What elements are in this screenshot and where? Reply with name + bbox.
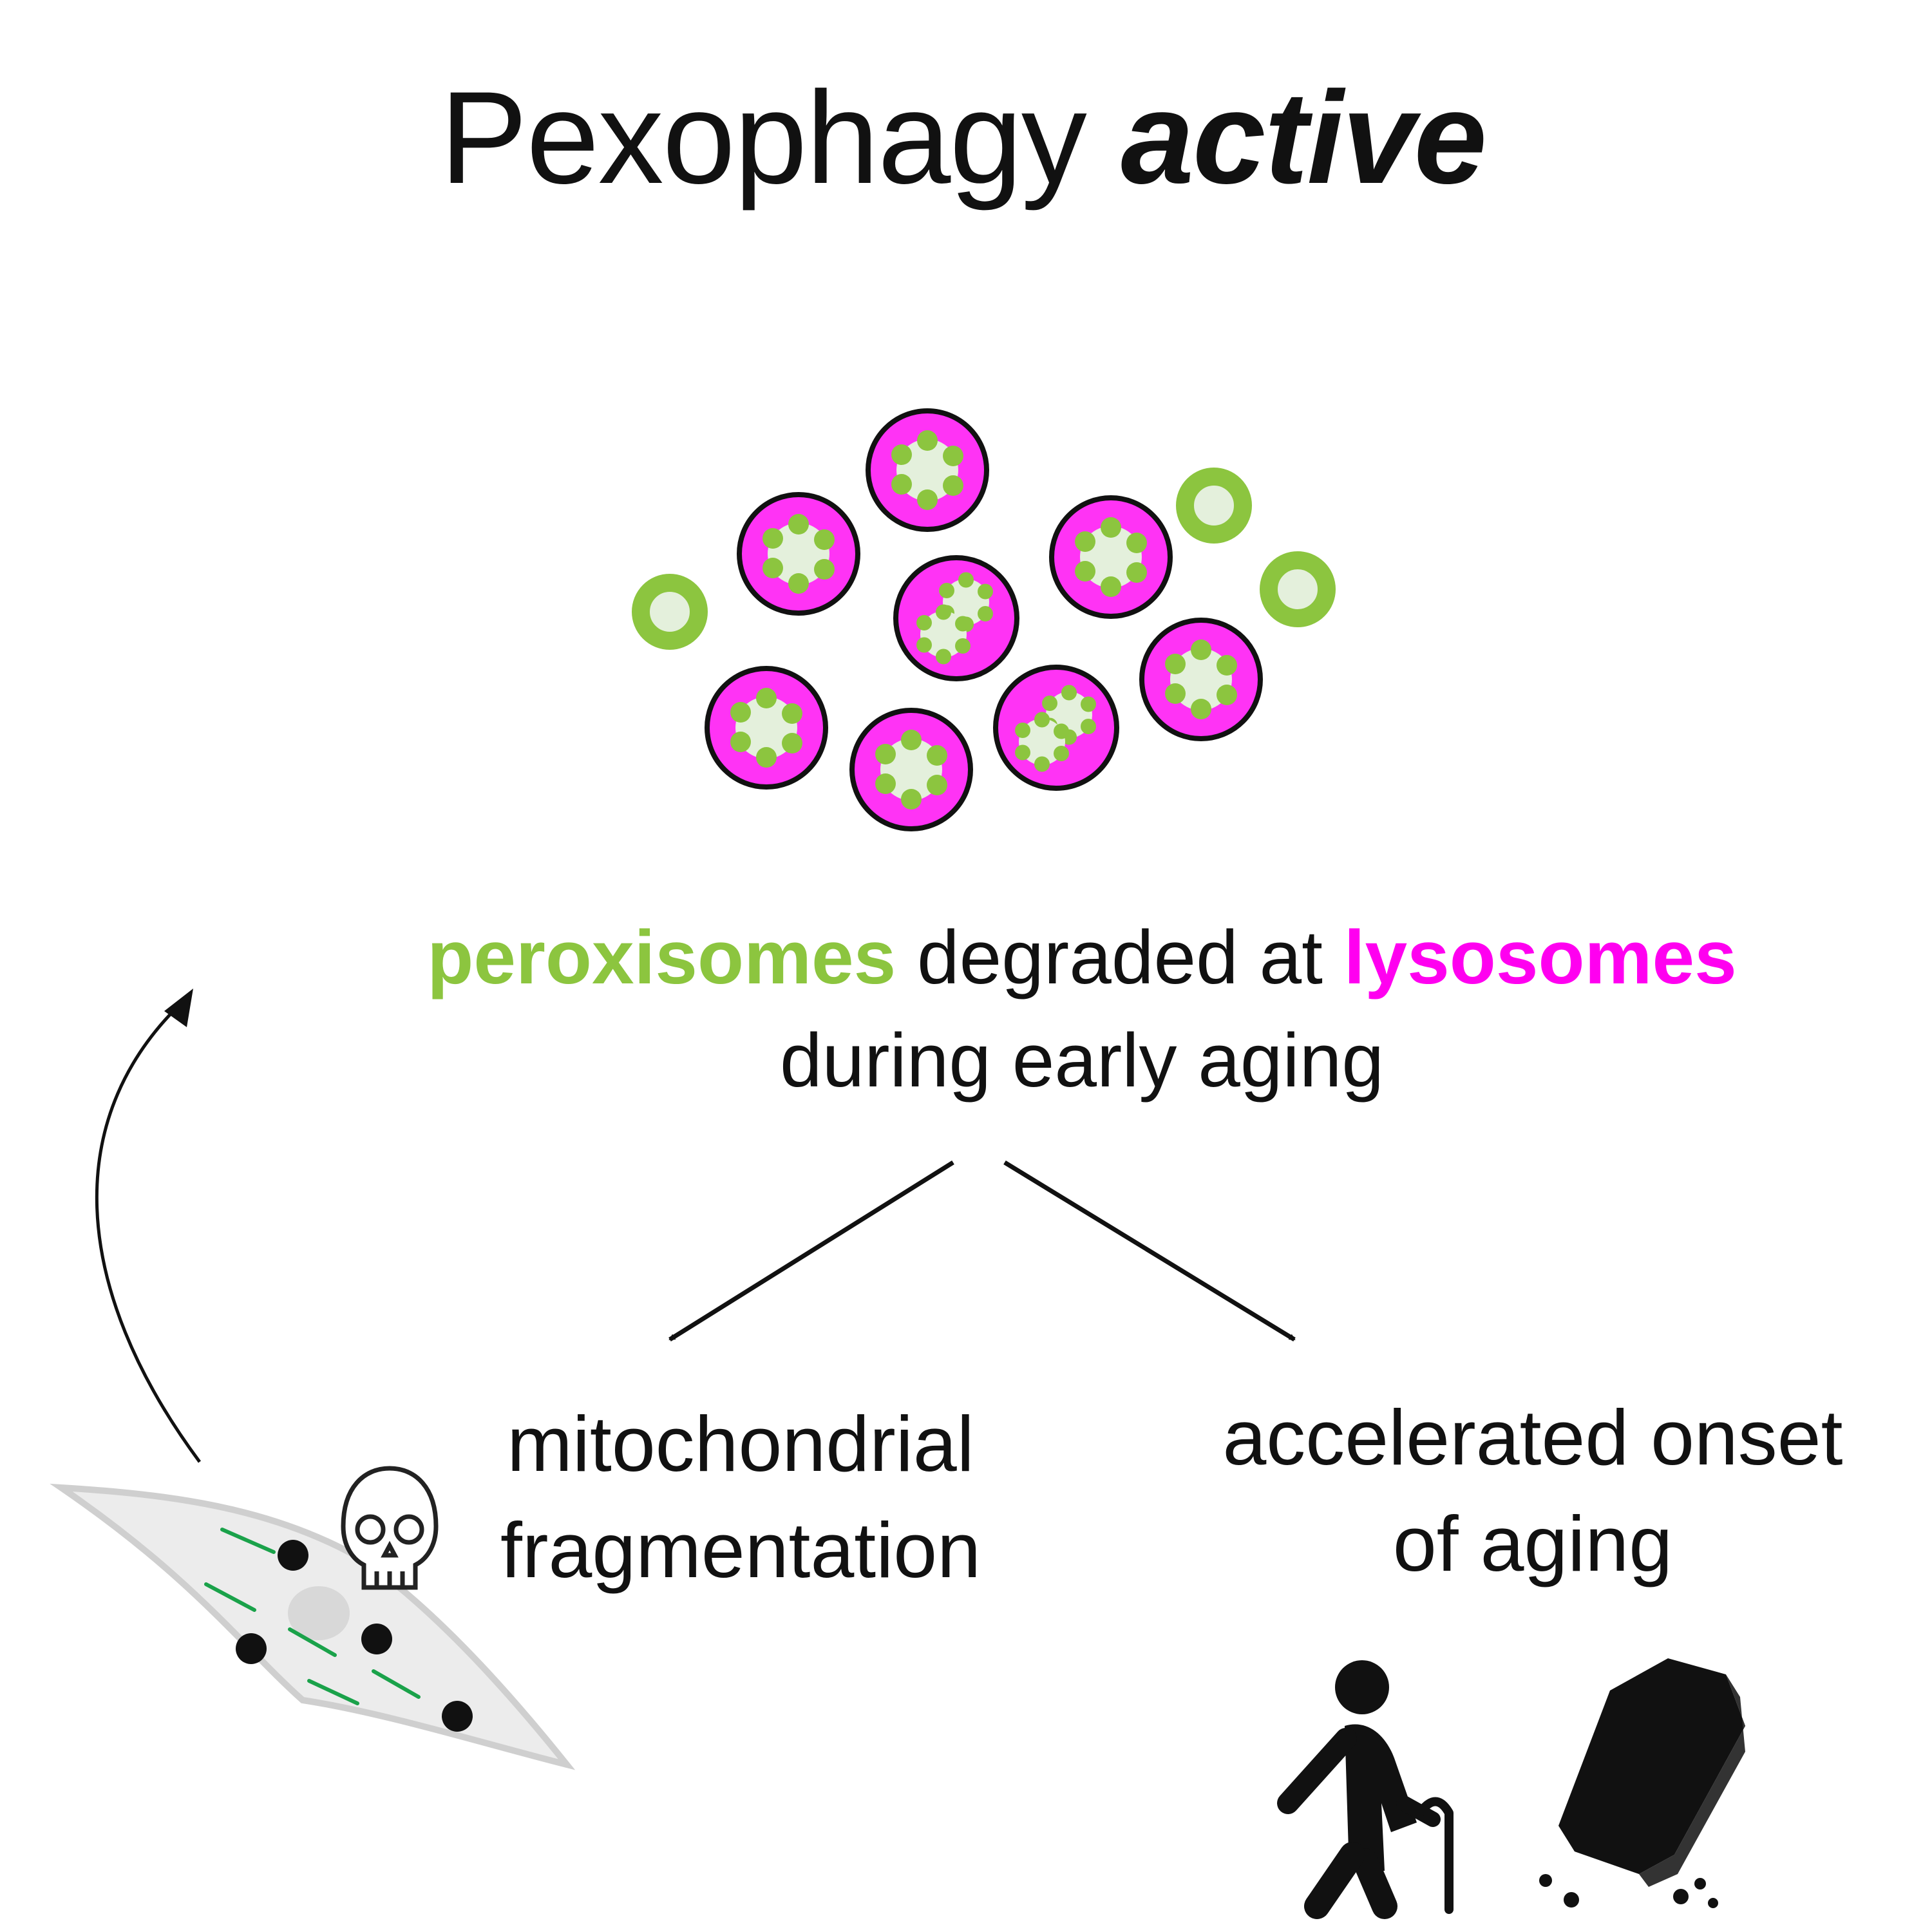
outcome-accelerated-aging: accelerated onset of aging	[1146, 1385, 1919, 1596]
outcome-right-line-2: of aging	[1392, 1499, 1673, 1587]
lysosome-icon	[866, 408, 989, 532]
arrow-to-accelerated-aging	[1003, 1160, 1296, 1341]
lysosome-icon	[737, 492, 860, 616]
outcome-right-line-1: accelerated onset	[1222, 1394, 1843, 1481]
caption-line-1: peroxisomes degraded at lysosomes	[193, 920, 1932, 996]
lysosome-icon	[1049, 495, 1173, 619]
lysosome-icon	[1139, 618, 1263, 741]
peroxisome-icon	[1176, 468, 1252, 544]
diagram-title: Pexophagy active	[0, 72, 1926, 204]
lysosome-icon	[705, 666, 828, 790]
lysosomes-label: lysosomes	[1343, 915, 1737, 1000]
outcome-mitochondrial-fragmentation: mitochondrial fragmentation	[451, 1391, 1030, 1603]
elderly-person-icon	[1277, 1660, 1454, 1919]
peroxisome-icon	[632, 574, 708, 650]
lysosome-icon	[993, 665, 1119, 791]
lysosome-cluster	[705, 408, 1263, 831]
free-peroxisomes	[632, 468, 1336, 650]
skull-icon	[341, 1466, 439, 1590]
peroxisome-icon	[1260, 551, 1336, 627]
feedback-arrow-head	[164, 989, 193, 1027]
outcome-left-line-1: mitochondrial	[507, 1400, 974, 1488]
outcome-left-line-2: fragmentation	[500, 1506, 981, 1594]
arrow-to-mitochondrial-fragmentation	[668, 1160, 954, 1341]
branch-arrows	[668, 1160, 1296, 1341]
nucleus	[288, 1586, 350, 1640]
caption-line-2: during early aging	[779, 1018, 1385, 1103]
title-prefix: Pexophagy	[440, 64, 1087, 211]
peroxisomes-label: peroxisomes	[427, 915, 896, 1000]
cell-icon	[50, 1483, 576, 1770]
title-emphasis: active	[1121, 64, 1487, 211]
lysosome-icon	[849, 708, 973, 831]
lysosome-icon	[893, 555, 1019, 681]
coffin-icon	[1539, 1658, 1745, 1908]
feedback-arrow	[95, 994, 202, 1463]
caption-middle: degraded at	[896, 915, 1344, 1000]
